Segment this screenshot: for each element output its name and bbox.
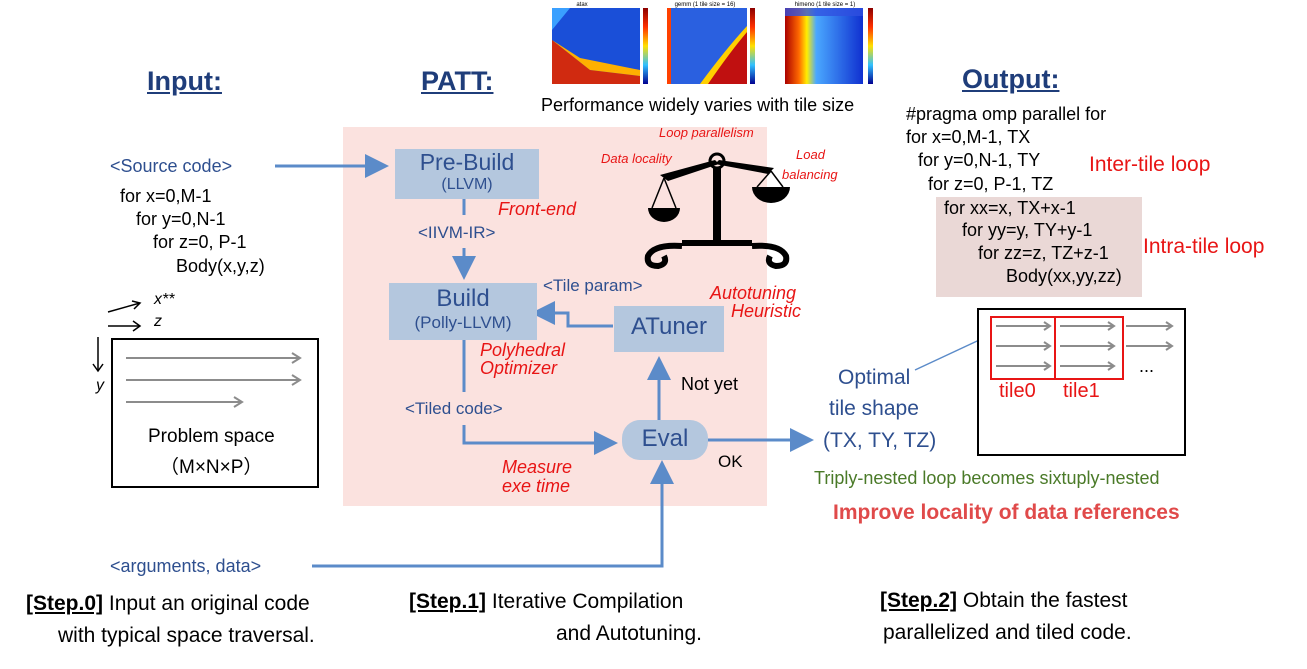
input-code-line-4: Body(x,y,z) (176, 256, 265, 276)
output-code-line-2: for x=0,M-1, TX (906, 127, 1031, 147)
tile-shape-label: tile shape (829, 397, 919, 420)
data-locality-label: Data locality (601, 151, 672, 166)
output-code-line-7: for zz=z, TZ+z-1 (978, 243, 1109, 263)
intra-tile-label: Intra-tile loop (1143, 235, 1265, 258)
input-code-line-3: for z=0, P-1 (153, 232, 247, 252)
inter-tile-label: Inter-tile loop (1089, 153, 1211, 176)
tiled-code-label: <Tiled code> (405, 399, 503, 418)
tiled-space-box (977, 308, 1186, 456)
tile0-label: tile0 (999, 380, 1036, 402)
patt-heading: PATT: (421, 66, 494, 96)
ir-label: <IIVM-IR> (418, 223, 496, 242)
output-code-line-1: #pragma omp parallel for (906, 104, 1107, 124)
prebuild-sub: (LLVM) (441, 176, 493, 193)
step2-line2: parallelized and tiled code. (883, 621, 1132, 644)
optimizer-label: Optimizer (480, 358, 558, 378)
heatmap-himeno: himeno (1 tile size = 1) (785, 2, 873, 84)
heuristic-label: Heuristic (731, 301, 802, 321)
load-label: Load (796, 147, 825, 162)
step2-text1: Obtain the fastest (962, 589, 1128, 612)
problem-space-box (111, 338, 319, 488)
balance-scale-icon (644, 152, 790, 270)
step1-line1: [Step.1] Iterative Compilation (409, 590, 683, 614)
output-code-line-3: for y=0,N-1, TY (918, 150, 1041, 170)
step1-text1: Iterative Compilation (491, 590, 684, 613)
optimal-label: Optimal (838, 366, 911, 389)
balancing-label: balancing (782, 167, 838, 182)
heatmap-title-himeno: himeno (1 tile size = 1) (795, 2, 856, 8)
source-code-label: <Source code> (110, 156, 233, 176)
step1-tag: [Step.1] (409, 590, 487, 613)
atuner-box (614, 306, 724, 352)
step0-line1: [Step.0] Input an original code (26, 592, 310, 616)
problem-space-dims: （M×N×P） (160, 457, 263, 478)
heatmap-title-gemm: gemm (1 tile size = 16) (675, 2, 736, 8)
loop-parallelism-label: Loop parallelism (659, 125, 754, 140)
output-code-line-5: for xx=x, TX+x-1 (944, 198, 1076, 218)
build-box (389, 283, 537, 340)
build-title: Build (436, 285, 490, 312)
prebuild-box (395, 149, 539, 199)
build-sub: (Polly-LLVM) (414, 313, 512, 332)
output-code-line-8: Body(xx,yy,zz) (1006, 266, 1122, 286)
traversal-arrows (126, 352, 302, 408)
output-heading: Output: (962, 64, 1060, 94)
intra-tile-highlight (936, 197, 1142, 297)
heatmap-caption: Performance widely varies with tile size (541, 95, 855, 115)
eval-box (622, 420, 708, 460)
step2-line1: [Step.2] Obtain the fastest (880, 589, 1127, 613)
axis-x-label: x** (154, 291, 175, 308)
axis-z-label: z (154, 313, 162, 330)
tile1-label: tile1 (1063, 380, 1100, 402)
frontend-label: Front-end (498, 199, 577, 219)
atuner-label: ATuner (630, 313, 708, 340)
input-heading: Input: (147, 66, 222, 96)
tile-param-label: <Tile param> (543, 276, 643, 295)
eval-label: Eval (641, 425, 689, 452)
autotuning-label: Autotuning (710, 283, 797, 303)
problem-space-label: Problem space (148, 426, 275, 447)
step0-text1: Input an original code (108, 592, 310, 615)
tile-traversal-arrows (996, 321, 1174, 371)
tiles-ellipsis: ... (1139, 356, 1155, 376)
prebuild-title: Pre-Build (419, 149, 515, 175)
heatmap-atax: atax (552, 2, 648, 84)
tile1-box (1054, 316, 1124, 380)
output-code-line-4: for z=0, P-1, TZ (928, 174, 1054, 194)
step2-tag: [Step.2] (880, 589, 958, 612)
polyhedral-label: Polyhedral (480, 340, 566, 360)
heatmap-panels: atax gemm (1 tile size = 16) himeno (1 t… (552, 2, 873, 84)
measure-label: Measure (502, 457, 573, 477)
exe-time-label: exe time (502, 476, 571, 496)
tile-tuple-label: (TX, TY, TZ) (823, 429, 937, 452)
step1-line2: and Autotuning. (556, 622, 702, 645)
heatmap-title-atax: atax (576, 2, 587, 8)
output-code-line-6: for yy=y, TY+y-1 (962, 220, 1093, 240)
step0-line2: with typical space traversal. (58, 624, 315, 647)
not-yet-label: Not yet (681, 374, 739, 394)
ok-label: OK (718, 452, 743, 471)
heatmap-gemm: gemm (1 tile size = 16) (667, 2, 755, 84)
input-code-line-2: for y=0,N-1 (136, 209, 226, 229)
arguments-label: <arguments, data> (110, 556, 262, 576)
improve-locality-note: Improve locality of data references (833, 501, 1180, 524)
triply-nested-note: Triply-nested loop becomes sixtuply-nest… (814, 468, 1160, 488)
input-code-line-1: for x=0,M-1 (120, 186, 212, 206)
input-axes-icons (92, 300, 142, 373)
step0-tag: [Step.0] (26, 592, 104, 615)
axis-y-label: y (96, 377, 104, 394)
